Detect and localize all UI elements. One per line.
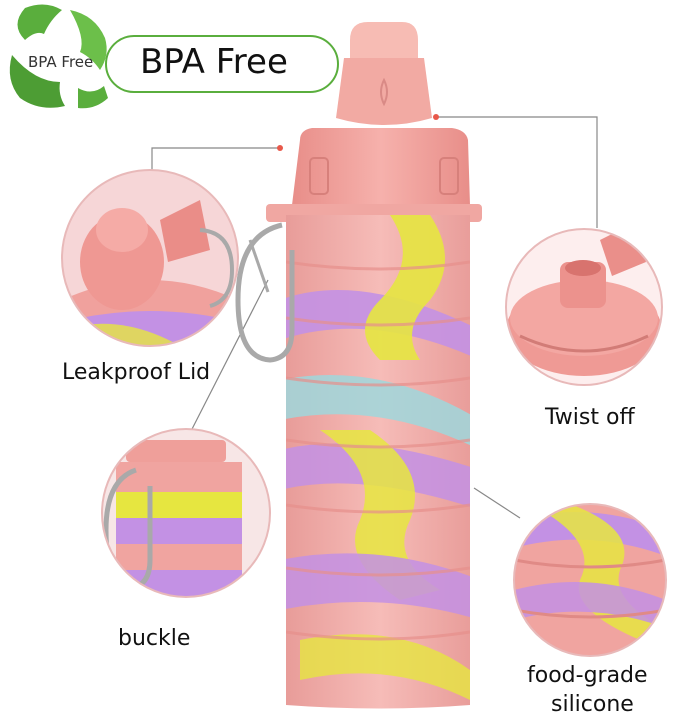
callout-lines [151,116,598,519]
silicone-label-line2: silicone [551,692,634,717]
badge-pill [105,35,339,93]
spout-top [350,22,418,60]
callout-line-buckle [189,279,269,434]
lid-label: Leakproof Lid [62,360,211,385]
silicone-detail-circle [513,503,667,657]
callout-line-lid [151,147,280,175]
carabiner [235,222,295,363]
callout-dot-twist [433,114,439,120]
twist-detail-circle [505,228,663,386]
badge-title: BPA Free [140,42,288,82]
buckle-detail-circle [101,428,271,598]
buckle-label: buckle [118,626,191,651]
silicone-label-line1: food-grade [527,663,648,688]
spout-body [336,58,432,125]
callout-line-twist [436,116,598,228]
badge-logo-text: BPA Free [28,53,94,71]
twist-label: Twist off [545,405,635,430]
callout-line-silicone [473,487,521,519]
recycle-leaf-icon [9,4,108,109]
callout-dot-lid [277,145,283,151]
bottle [235,22,482,709]
water-drop-icon [380,77,388,107]
lid [292,128,470,205]
bpa-free-badge [9,4,339,109]
lid-detail-circle [61,169,239,347]
